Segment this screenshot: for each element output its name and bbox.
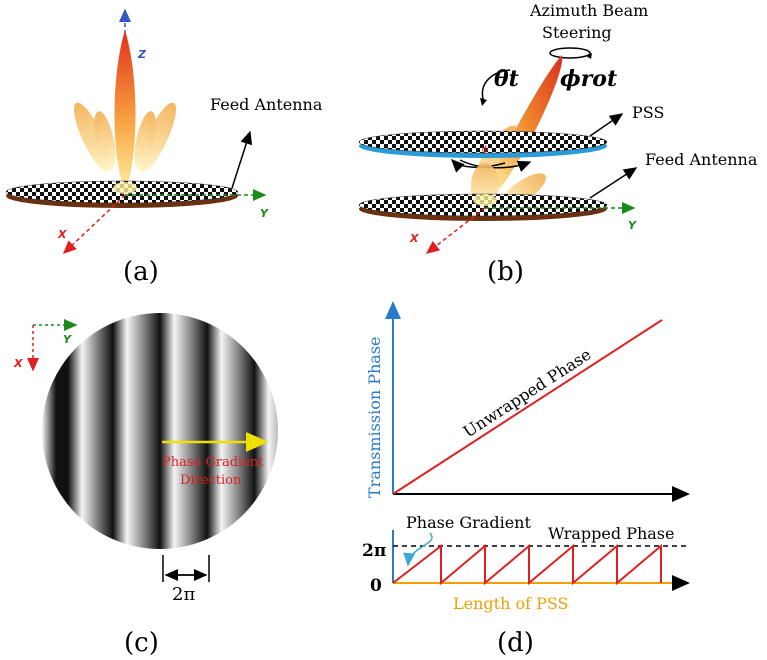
phase-gradient-disk	[42, 313, 278, 549]
x-axis-label-c: X	[13, 357, 23, 370]
pss-pointer	[589, 113, 624, 137]
feed-pointer-b	[589, 167, 638, 199]
x-axis-label-a: X	[57, 228, 67, 241]
y-axis-label-a: Y	[260, 207, 269, 220]
x-axis-label-b: X	[409, 232, 419, 245]
caption-d: (d)	[497, 628, 534, 658]
feed-antenna-label-b: Feed Antenna	[645, 150, 758, 169]
panel-d: Unwrapped Phase Transmission Phase 2π 0 …	[362, 301, 690, 658]
pss-label: PSS	[632, 103, 664, 122]
svg-text:ϕ: ϕ	[482, 145, 488, 155]
azimuth-label-line2: Steering	[542, 23, 612, 42]
wrapped-phase-sawtooth	[392, 543, 662, 586]
tick-2pi: 2π	[362, 541, 386, 561]
unwrapped-phase-label: Unwrapped Phase	[460, 345, 595, 442]
panel-a: Z Y X Feed Antenna (a)	[5, 8, 323, 287]
caption-b: (b)	[487, 257, 524, 287]
y-axis-label-b: Y	[628, 219, 637, 232]
y-axis-label-c: Y	[63, 333, 72, 346]
feed-antenna-label-a: Feed Antenna	[210, 95, 323, 114]
caption-a: (a)	[123, 257, 159, 287]
period-label: 2π	[172, 584, 195, 605]
azimuth-label-line1: Azimuth Beam	[529, 1, 648, 20]
azimuth-rotation-arrow	[549, 47, 591, 59]
panel-c: Y X Phase Gradient Direction 2π (c)	[13, 313, 278, 658]
length-of-pss-label: Length of PSS	[453, 594, 569, 613]
gradient-label-line1: Phase Gradient	[162, 455, 264, 470]
tick-0: 0	[370, 576, 382, 596]
theta-arc	[481, 69, 511, 103]
unwrapped-phase-line	[392, 319, 663, 495]
z-axis-label-a: Z	[137, 48, 147, 61]
theta-t-label: θt	[494, 66, 519, 92]
caption-c: (c)	[124, 628, 159, 658]
radiation-lobes-a	[73, 30, 177, 192]
gradient-label-line2: Direction	[180, 473, 242, 488]
phi-rot-label: ϕrot	[560, 66, 617, 92]
x-axis-b	[425, 207, 486, 254]
x-axis-a	[62, 194, 126, 255]
panel-b: Azimuth Beam Steering ϕrot θt ϕ Y X PSS …	[358, 1, 758, 287]
transmission-phase-label: Transmission Phase	[365, 336, 384, 498]
feed-pointer-a	[231, 130, 253, 189]
phase-gradient-pointer	[403, 532, 433, 567]
pss-disk	[358, 130, 608, 154]
phase-gradient-label: Phase Gradient	[406, 513, 531, 532]
wrapped-phase-label: Wrapped Phase	[548, 524, 674, 543]
